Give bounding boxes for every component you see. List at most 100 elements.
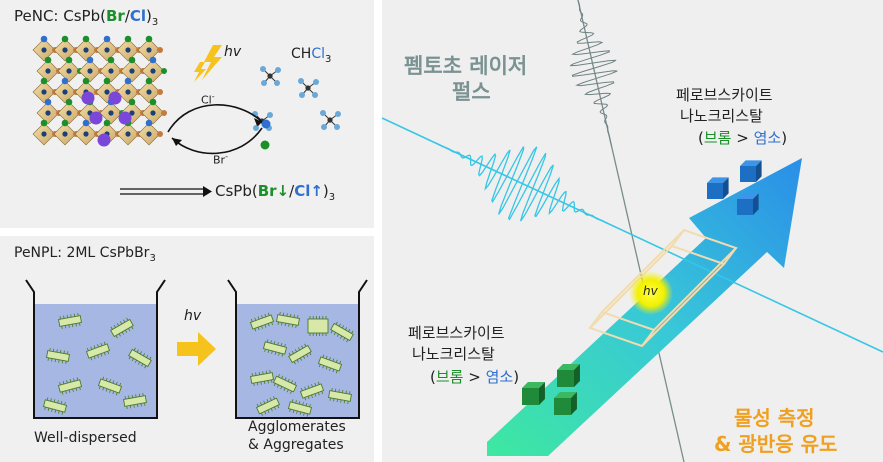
product-slash: / xyxy=(289,182,295,200)
halide-atom xyxy=(145,77,153,85)
beaker-illustration xyxy=(25,279,368,419)
nanocrystal-cube xyxy=(557,364,580,387)
well-dispersed-caption: Well-dispersed xyxy=(34,430,137,446)
cs-atom xyxy=(81,91,95,105)
nanocrystal-cube xyxy=(707,177,729,199)
pb-atom xyxy=(66,68,72,74)
crystal-lattice xyxy=(32,35,167,147)
molecule-atom xyxy=(320,110,326,116)
title-sub: 3 xyxy=(151,17,159,28)
bottom-label-line3: (브롬 > 염소) xyxy=(430,366,519,387)
gray-laser-beam xyxy=(577,0,685,462)
hv-label: hv xyxy=(224,44,242,60)
br-ion-dot xyxy=(260,140,270,150)
nanoplatelet xyxy=(128,347,152,369)
molecule-atom xyxy=(274,80,280,86)
chcl3-sub: 3 xyxy=(324,53,332,65)
halide-atom xyxy=(124,77,132,85)
pb-atom xyxy=(125,47,131,53)
carbon-atom xyxy=(305,85,311,91)
bottom-cl: 염소 xyxy=(485,368,514,386)
penpl-title: PeNPL: 2ML CsPbBr3 xyxy=(14,245,156,264)
cs-atom xyxy=(108,91,122,105)
top-br: 브롬 xyxy=(703,129,732,147)
penc-title: PeNC: CsPb(Br/Cl)3 xyxy=(14,7,158,28)
pb-atom xyxy=(146,89,152,95)
pb-atom xyxy=(108,68,114,74)
chcl3-label: CHCl3 xyxy=(291,46,331,65)
agglomerates-caption: Agglomerates xyxy=(248,419,346,435)
nanocrystal-cube xyxy=(554,392,577,415)
cl-ion-sup: - xyxy=(211,92,215,101)
halide-atom xyxy=(44,56,52,64)
molecule-atom xyxy=(260,66,266,72)
cs-atom xyxy=(118,111,132,125)
molecule-atom xyxy=(267,112,273,118)
nanoplatelet xyxy=(255,396,281,416)
halide-atom xyxy=(40,77,48,85)
nanoplatelet xyxy=(249,312,275,332)
measure-label-line1: 물성 측정 xyxy=(734,406,815,430)
top-label-line2: 나노크리스탈 xyxy=(680,107,763,125)
halide-atom xyxy=(40,119,48,127)
dispersed-platelets xyxy=(42,312,152,415)
pb-atom xyxy=(104,89,110,95)
title-suffix: ) xyxy=(146,7,152,25)
halide-atom xyxy=(145,119,153,127)
pb-atom xyxy=(62,131,68,137)
pb-atom xyxy=(83,47,89,53)
pb-atom xyxy=(125,131,131,137)
molecule-atom xyxy=(275,67,281,73)
top-cl: 염소 xyxy=(753,129,782,147)
pb-atom xyxy=(62,47,68,53)
nanoplatelet xyxy=(97,376,123,396)
product-suffix: ) xyxy=(322,182,329,200)
halide-atom xyxy=(124,35,132,43)
pb-atom xyxy=(150,110,156,116)
bottom-label-line1: 페로브스카이트 xyxy=(408,324,505,342)
nanocrystal-cube xyxy=(737,193,759,215)
top-label-line1: 페로브스카이트 xyxy=(676,86,773,104)
halide-atom xyxy=(40,35,48,43)
halide-atom xyxy=(103,35,111,43)
halide-atom xyxy=(157,47,163,53)
halide-atom xyxy=(161,110,167,116)
halide-atom xyxy=(128,56,136,64)
halide-atom xyxy=(61,77,69,85)
cl-ion-text: Cl xyxy=(201,93,212,107)
product-prefix: CsPb( xyxy=(215,182,258,200)
halide-atom xyxy=(61,35,69,43)
product-br: Br↓ xyxy=(257,182,290,200)
bottom-br: 브롬 xyxy=(435,368,464,386)
nanocrystal-cube xyxy=(522,382,545,405)
nanoplatelet xyxy=(272,374,298,394)
nanocrystal-cubes xyxy=(522,160,762,415)
title-cl: Cl xyxy=(129,7,147,25)
cs-atom xyxy=(97,133,111,147)
pb-atom xyxy=(150,68,156,74)
pb-atom xyxy=(41,131,47,137)
laser-setup-illustration xyxy=(382,0,883,462)
cl-in-arrow xyxy=(167,104,263,133)
nanoplatelet xyxy=(276,311,300,329)
penpl-title-sub: 3 xyxy=(149,252,156,264)
pb-atom xyxy=(146,131,152,137)
cyan-laser-pulse xyxy=(436,142,609,225)
nanoplatelet xyxy=(58,312,82,330)
light-arrow-icon xyxy=(177,332,216,366)
halide-atom xyxy=(82,119,90,127)
pb-atom xyxy=(146,47,152,53)
pb-atom xyxy=(129,110,135,116)
halide-atom xyxy=(65,56,73,64)
pb-atom xyxy=(45,110,51,116)
chcl3-prefix: CH xyxy=(291,46,312,62)
pb-atom xyxy=(129,68,135,74)
pb-atom xyxy=(108,110,114,116)
br-out-arrow xyxy=(171,127,263,155)
aggregation-panel: PeNPL: 2ML CsPbBr3 hv Well-dispersed Agg… xyxy=(0,236,374,462)
nanoplatelet xyxy=(110,317,134,339)
halide-atom xyxy=(103,119,111,127)
lightning-icon xyxy=(194,45,222,82)
product-formula: CsPb(Br↓/Cl↑)3 xyxy=(215,182,335,203)
pb-atom xyxy=(66,110,72,116)
